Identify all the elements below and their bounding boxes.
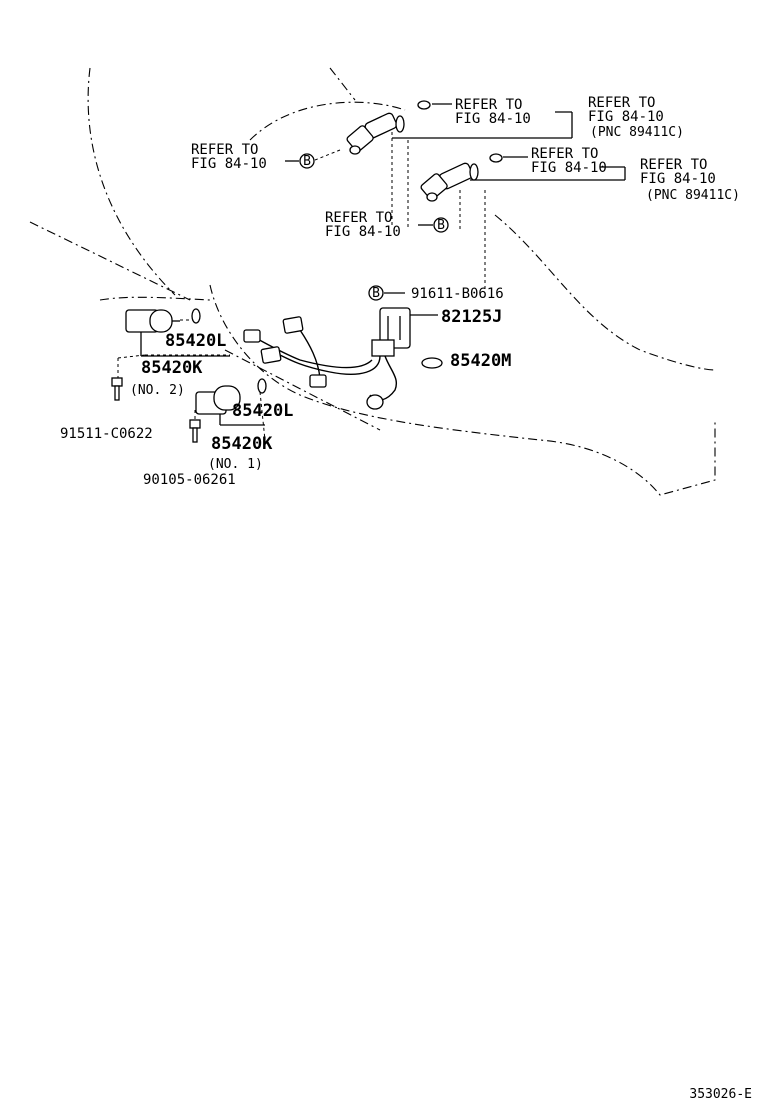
bolt-lower bbox=[189, 419, 201, 443]
body-outlines bbox=[29, 67, 716, 496]
speed-sensor-no2 bbox=[125, 308, 201, 333]
bolt-upper bbox=[111, 377, 123, 401]
refer-mid-right-3: (PNC 89411C) bbox=[646, 188, 740, 203]
refer-left-2: FIG 84-10 bbox=[191, 156, 267, 172]
figure-code: 353026-E bbox=[689, 1087, 752, 1102]
grommet bbox=[421, 357, 443, 369]
top-sensor bbox=[346, 100, 431, 155]
marker-b-left: B bbox=[299, 153, 315, 169]
o-ring-upper bbox=[191, 308, 201, 324]
svg-text:B: B bbox=[303, 154, 311, 169]
wire-harness-connector bbox=[371, 307, 411, 357]
part-sensor-lower-seal: 85420L bbox=[232, 401, 293, 421]
o-ring-mid bbox=[489, 153, 503, 163]
part-bolt-upper: 91511-C0622 bbox=[60, 426, 153, 442]
part-grommet: 85420M bbox=[450, 351, 511, 371]
refer-top-right-1: REFER TO bbox=[588, 95, 655, 111]
o-ring-top bbox=[417, 100, 431, 110]
part-sensor-lower-no: (NO. 1) bbox=[208, 457, 263, 472]
marker-b-clamp: B bbox=[368, 285, 384, 301]
mid-sensor bbox=[420, 153, 503, 202]
refer-mid-right-2: FIG 84-10 bbox=[640, 171, 716, 187]
speed-sensor-no1 bbox=[195, 378, 267, 415]
refer-mid-center-2: FIG 84-10 bbox=[531, 160, 607, 176]
refer-top-center-2: FIG 84-10 bbox=[455, 111, 531, 127]
refer-top-right-3: (PNC 89411C) bbox=[590, 125, 684, 140]
refer-top-center-1: REFER TO bbox=[455, 97, 522, 113]
refer-left-1: REFER TO bbox=[191, 142, 258, 158]
o-ring-lower bbox=[257, 378, 267, 394]
refer-lower-center-2: FIG 84-10 bbox=[325, 224, 401, 240]
part-sensor-lower: 85420K bbox=[211, 434, 273, 454]
wire-harness bbox=[243, 316, 397, 410]
marker-b-center: B bbox=[433, 217, 449, 233]
svg-text:B: B bbox=[437, 218, 445, 233]
part-sensor-upper: 85420K bbox=[141, 358, 203, 378]
refer-mid-center-1: REFER TO bbox=[531, 146, 598, 162]
refer-top-right-2: FIG 84-10 bbox=[588, 109, 664, 125]
part-sensor-upper-seal: 85420L bbox=[165, 331, 226, 351]
part-wire-harness: 82125J bbox=[441, 307, 502, 327]
part-sensor-upper-no: (NO. 2) bbox=[130, 383, 185, 398]
part-bolt-lower: 90105-06261 bbox=[143, 472, 236, 488]
svg-text:B: B bbox=[372, 286, 380, 301]
part-clamp: 91611-B0616 bbox=[411, 286, 504, 302]
refer-lower-center-1: REFER TO bbox=[325, 210, 392, 226]
refer-mid-right-1: REFER TO bbox=[640, 157, 707, 173]
